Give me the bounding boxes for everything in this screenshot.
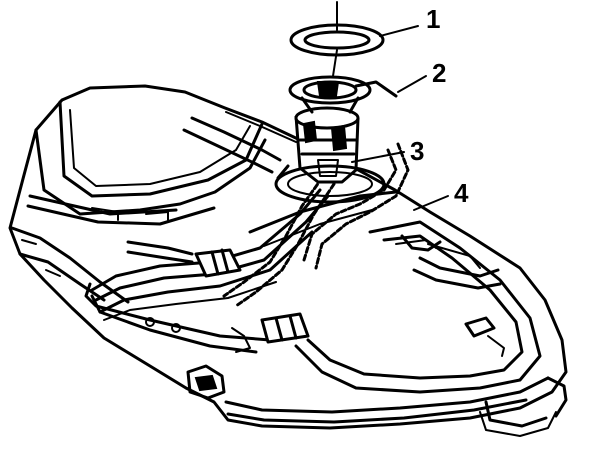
callout-labels: 1 2 3 4 [410,4,469,208]
pump-seal [288,75,398,114]
fuel-tank [8,84,568,437]
callout-3: 3 [410,136,424,166]
callout-4: 4 [454,178,469,208]
fuel-lines [84,188,330,354]
callout-1: 1 [426,4,440,34]
callout-2: 2 [432,58,446,88]
lock-ring [289,1,385,77]
leader-lines [351,25,449,211]
